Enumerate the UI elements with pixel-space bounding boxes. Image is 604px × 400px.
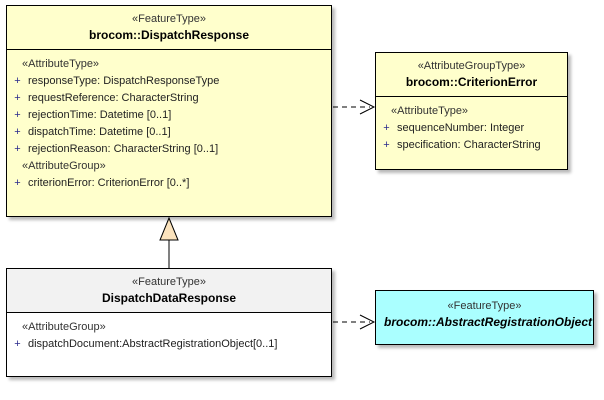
class-name: brocom::CriterionError — [405, 75, 538, 89]
attribute-visibility: + — [14, 109, 21, 121]
attribute-text: rejectionTime: Datetime [0..1] — [28, 109, 172, 121]
attribute-row[interactable]: + sequenceNumber: Integer — [376, 120, 567, 137]
class-box-criterion-error[interactable]: «AttributeGroupType» brocom::CriterionEr… — [375, 52, 568, 170]
attribute-group-label: «AttributeType» — [391, 105, 469, 117]
class-header-criterion-error: «AttributeGroupType» brocom::CriterionEr… — [376, 53, 567, 97]
generalization-triangle-head — [159, 216, 179, 241]
class-header-abstract-registration-object: «FeatureType» brocom::AbstractRegistrati… — [376, 291, 593, 336]
class-attributes-dispatch-data-response: «AttributeGroup» + dispatchDocument:Abst… — [7, 313, 331, 360]
class-box-dispatch-data-response[interactable]: «FeatureType» DispatchDataResponse «Attr… — [6, 268, 332, 377]
attribute-group-label: «AttributeType» — [22, 58, 100, 70]
attribute-text: criterionError: CriterionError [0..*] — [28, 177, 190, 189]
class-name: brocom::AbstractRegistrationObject — [384, 315, 593, 329]
attribute-visibility: + — [14, 92, 21, 104]
class-stereotype: «FeatureType» — [132, 276, 206, 288]
class-header-dispatch-data-response: «FeatureType» DispatchDataResponse — [7, 269, 331, 313]
attribute-text: dispatchDocument:AbstractRegistrationObj… — [28, 338, 278, 350]
attribute-row[interactable]: + dispatchDocument:AbstractRegistrationO… — [7, 336, 331, 353]
attribute-visibility: + — [14, 126, 21, 138]
attribute-visibility: + — [383, 139, 390, 151]
attribute-row[interactable]: + requestReference: CharacterString — [7, 90, 331, 107]
attribute-group-label: «AttributeGroup» — [22, 160, 106, 172]
class-box-abstract-registration-object[interactable]: «FeatureType» brocom::AbstractRegistrati… — [375, 290, 594, 345]
connector-dependency-abstract-registration-object[interactable] — [333, 314, 376, 330]
attribute-row[interactable]: + dispatchTime: Datetime [0..1] — [7, 124, 331, 141]
attribute-visibility: + — [14, 177, 21, 189]
class-stereotype: «FeatureType» — [132, 13, 206, 25]
class-stereotype: «AttributeGroupType» — [417, 60, 526, 72]
attribute-text: specification: CharacterString — [397, 139, 541, 151]
connector-dependency-criterion-error[interactable] — [333, 99, 376, 115]
class-box-dispatch-response[interactable]: «FeatureType» brocom::DispatchResponse «… — [6, 5, 332, 217]
attribute-row[interactable]: + rejectionTime: Datetime [0..1] — [7, 107, 331, 124]
attribute-row[interactable]: + rejectionReason: CharacterString [0..1… — [7, 141, 331, 158]
attribute-row[interactable]: + responseType: DispatchResponseType — [7, 73, 331, 90]
dependency-open-arrow-head — [359, 99, 376, 115]
class-header-dispatch-response: «FeatureType» brocom::DispatchResponse — [7, 6, 331, 50]
attribute-group-label: «AttributeGroup» — [22, 321, 106, 333]
attribute-visibility: + — [14, 338, 21, 350]
attribute-text: sequenceNumber: Integer — [397, 122, 525, 134]
class-name: brocom::DispatchResponse — [88, 28, 250, 42]
class-attributes-criterion-error: «AttributeType» + sequenceNumber: Intege… — [376, 97, 567, 161]
class-name: DispatchDataResponse — [101, 291, 237, 305]
attribute-visibility: + — [383, 122, 390, 134]
attribute-text: dispatchTime: Datetime [0..1] — [28, 126, 171, 138]
class-attributes-dispatch-response: «AttributeType» + responseType: Dispatch… — [7, 50, 331, 199]
attribute-visibility: + — [14, 75, 21, 87]
class-stereotype: «FeatureType» — [447, 300, 522, 312]
attribute-row[interactable]: + specification: CharacterString — [376, 137, 567, 154]
dependency-open-arrow-head — [359, 314, 376, 330]
connector-generalization[interactable] — [159, 216, 179, 268]
attribute-row[interactable]: + criterionError: CriterionError [0..*] — [7, 175, 331, 192]
attribute-visibility: + — [14, 143, 21, 155]
attribute-text: responseType: DispatchResponseType — [28, 75, 220, 87]
attribute-text: requestReference: CharacterString — [28, 92, 199, 104]
attribute-text: rejectionReason: CharacterString [0..1] — [28, 143, 219, 155]
